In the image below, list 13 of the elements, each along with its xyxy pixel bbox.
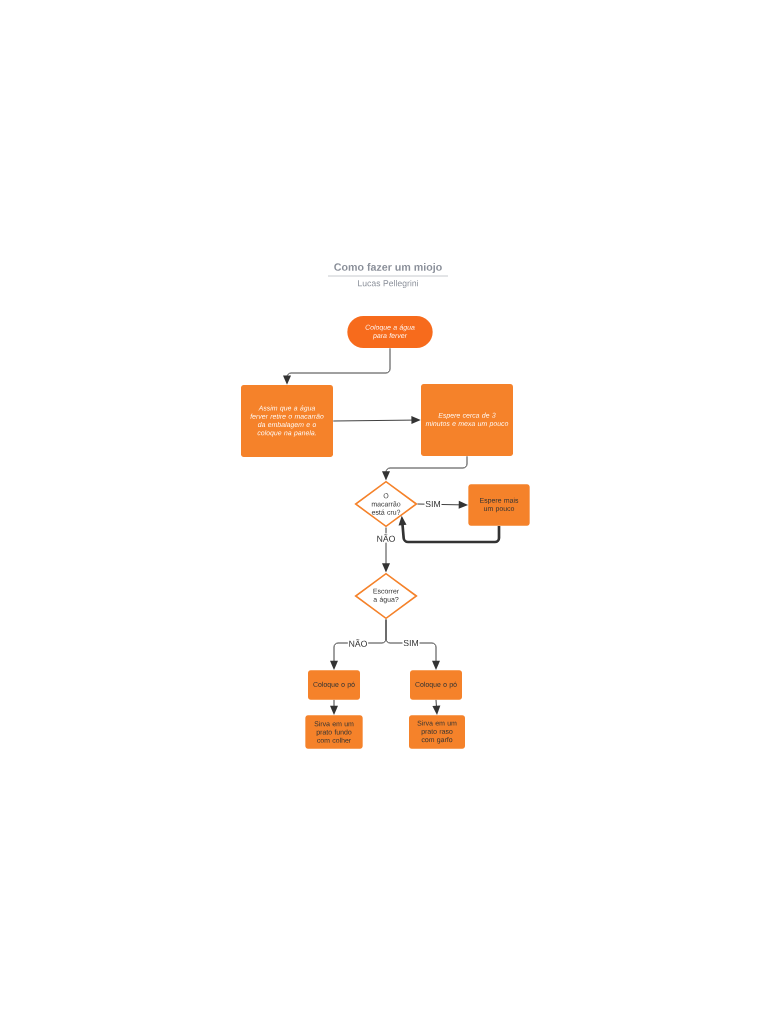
arrow	[330, 699, 338, 716]
title: Como fazer um miojo	[334, 263, 442, 273]
edge-label: SIM	[424, 500, 442, 508]
author-name: Lucas Pellegrini	[358, 279, 418, 289]
arrow	[432, 699, 441, 716]
arrow	[332, 416, 421, 425]
arrow	[385, 619, 440, 671]
arrow	[417, 500, 469, 509]
arrow	[382, 527, 390, 573]
arrow	[283, 347, 391, 385]
edge-label: NÃO	[347, 638, 369, 648]
edge-label: NÃO	[375, 533, 397, 543]
edge-label: SIM	[402, 639, 420, 647]
